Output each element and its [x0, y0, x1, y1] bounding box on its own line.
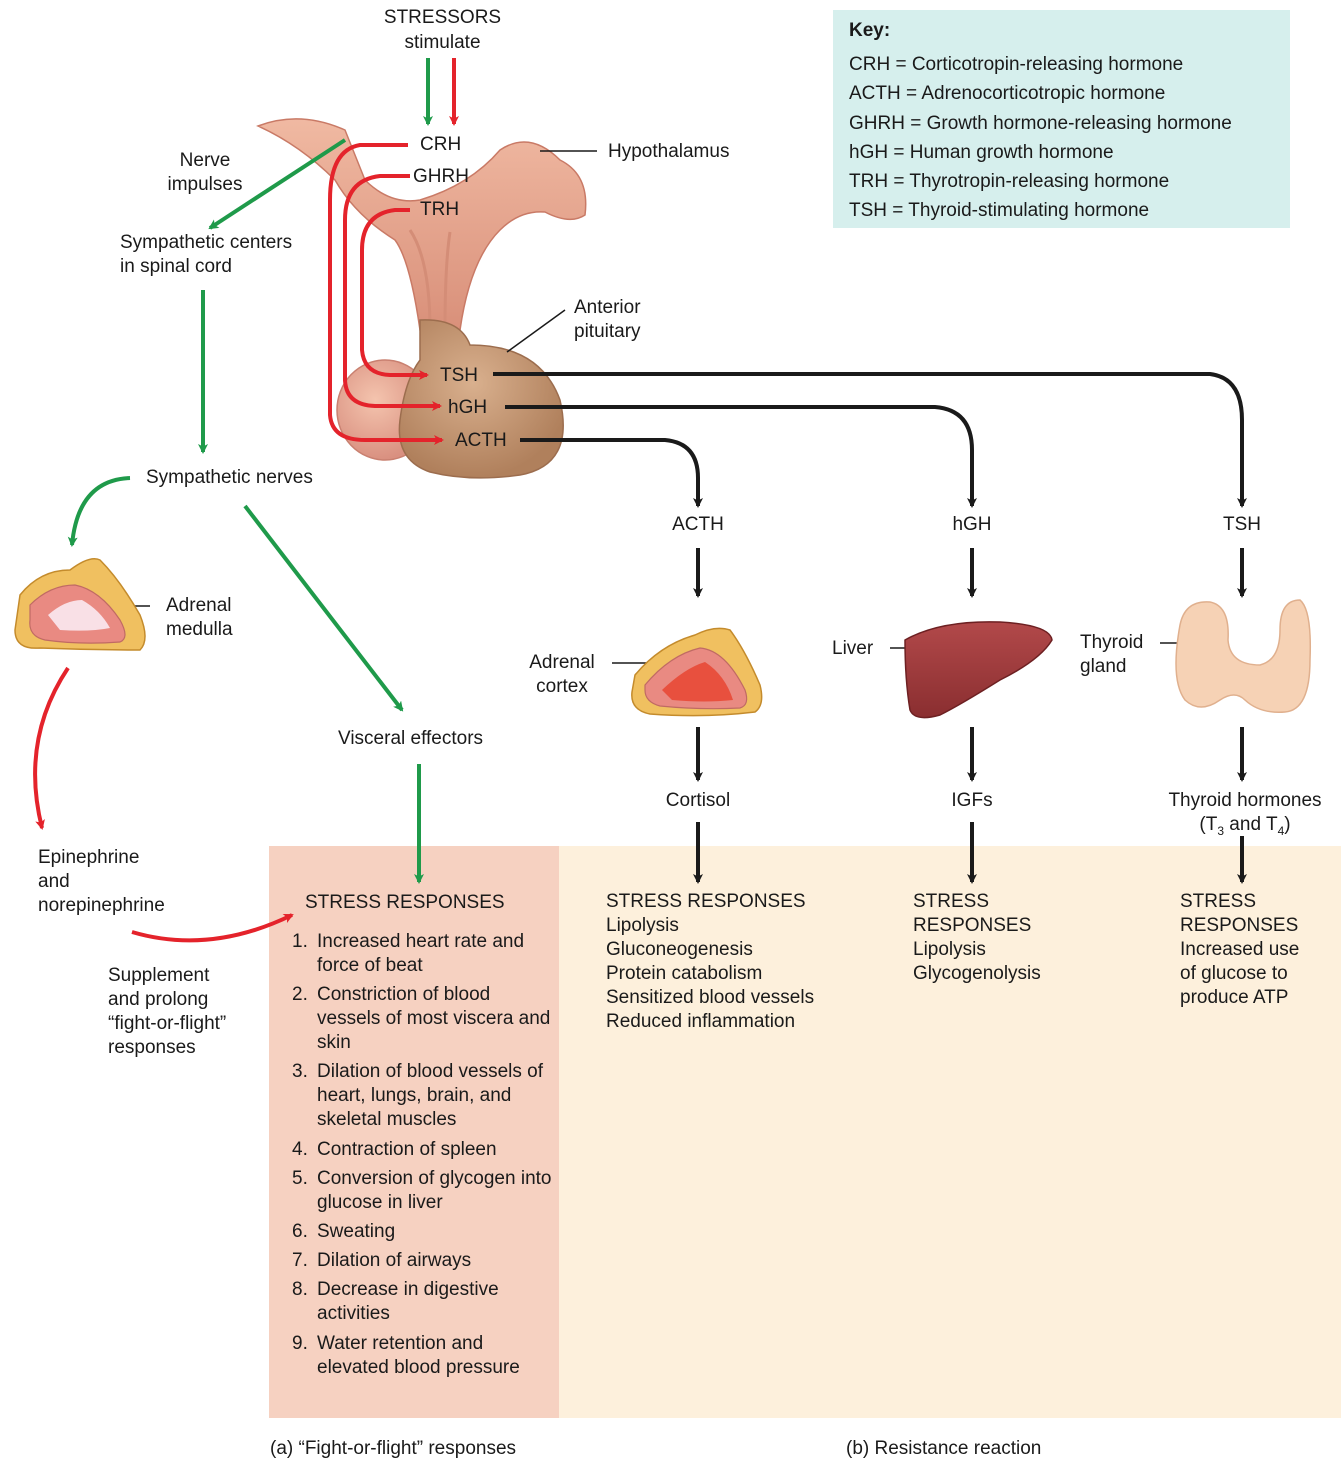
key-box: Key: CRH = Corticotropin-releasing hormo… — [833, 10, 1290, 228]
list-item: Sensitized blood vessels — [606, 987, 815, 1008]
medulla-label: medulla — [166, 619, 233, 640]
key-item: TSH = Thyroid-stimulating hormone — [849, 200, 1150, 222]
list-item: Lipolysis — [606, 915, 679, 936]
visceral-effectors-label: Visceral effectors — [338, 728, 484, 749]
key-title: Key: — [849, 20, 891, 41]
liver-label: Liver — [832, 638, 874, 659]
black-arrows — [493, 372, 1247, 884]
list-item: 5.Conversion of glycogen into glucose in… — [292, 1167, 552, 1213]
stress-responses-igf: STRESS RESPONSES Lipolysis Glycogenolysi… — [913, 890, 1041, 986]
stressors-label: STRESSORS — [383, 7, 502, 28]
list-item: Lipolysis — [913, 939, 986, 960]
norepinephrine-label: norepinephrine — [38, 895, 165, 916]
list-item: RESPONSES — [913, 915, 1032, 936]
stress-responses-cortisol: STRESS RESPONSES Lipolysis Gluconeogenes… — [606, 890, 814, 1034]
stress-responses-thyroid: STRESS RESPONSES Increased use of glucos… — [1180, 890, 1299, 1010]
green-arrows — [67, 58, 433, 884]
thyroid-hormones-label: Thyroid hormones — [1168, 790, 1322, 811]
stimulate-label: stimulate — [404, 32, 481, 53]
trh-label: TRH — [420, 199, 460, 220]
tsh-pituitary-label: TSH — [440, 365, 478, 386]
adrenal-medulla-illustration — [14, 558, 146, 651]
key-item: GHRH = Growth hormone-releasing hormone — [849, 112, 1232, 134]
adrenal-cortex-label-2: cortex — [536, 676, 588, 697]
thyroid-label-2: gland — [1080, 656, 1127, 677]
list-item: 1.Increased heart rate and force of beat — [292, 931, 525, 976]
resistance-panel — [559, 846, 1341, 1418]
key-item: ACTH = Adrenocorticotropic hormone — [849, 83, 1166, 105]
key-list: CRH = Corticotropin-releasing hormone AC… — [849, 50, 1232, 226]
list-item: STRESS — [1180, 891, 1257, 912]
igfs-label: IGFs — [951, 790, 993, 811]
list-item: 6.Sweating — [292, 1220, 396, 1242]
nerve-label: Nerve — [179, 150, 231, 171]
fight-or-flight-panel — [269, 846, 559, 1418]
pituitary-label: pituitary — [574, 321, 641, 342]
key-item: CRH = Corticotropin-releasing hormone — [849, 54, 1184, 75]
list-item: 9.Water retention and elevated blood pre… — [292, 1332, 520, 1378]
key-item: hGH = Human growth hormone — [849, 141, 1114, 163]
epinephrine-label: Epinephrine — [38, 847, 140, 868]
stress-responses-a-title: STRESS RESPONSES — [305, 892, 505, 913]
adrenal-cortex-label-1: Adrenal — [529, 652, 595, 673]
list-item: Increased use — [1180, 939, 1300, 960]
list-item: Protein catabolism — [606, 963, 763, 984]
crh-label: CRH — [420, 134, 462, 155]
t3-t4-label: (T3 and T4) — [1199, 814, 1291, 838]
list-item: of glucose to — [1180, 963, 1288, 984]
prolong-label: and prolong — [108, 989, 209, 1010]
acth-pituitary-label: ACTH — [455, 430, 507, 451]
sympathetic-nerves-label: Sympathetic nerves — [146, 467, 313, 488]
list-item: Reduced inflammation — [606, 1011, 796, 1032]
list-item: 8.Decrease in digestive activities — [292, 1279, 499, 1325]
sympathetic-centers-label: Sympathetic centers — [120, 232, 293, 253]
anterior-label: Anterior — [574, 297, 641, 318]
responses-label: responses — [108, 1037, 196, 1058]
pituitary-leader — [506, 309, 566, 353]
acth-label: ACTH — [672, 514, 724, 535]
hgh-label: hGH — [952, 514, 992, 535]
hypothalamus-illustration — [256, 118, 587, 331]
caption-b: (b) Resistance reaction — [846, 1438, 1042, 1459]
supplement-label: Supplement — [108, 965, 210, 986]
cortisol-label: Cortisol — [665, 790, 731, 811]
liver-illustration — [904, 621, 1053, 719]
list-item: STRESS — [913, 891, 990, 912]
red-arrows — [33, 58, 459, 943]
key-item: TRH = Thyrotropin-releasing hormone — [849, 171, 1170, 193]
list-item: 2.Constriction of blood vessels of most … — [292, 984, 551, 1054]
tsh-label: TSH — [1223, 514, 1261, 535]
hgh-pituitary-label: hGH — [448, 397, 488, 418]
adrenal-label: Adrenal — [166, 595, 232, 616]
list-item: produce ATP — [1180, 987, 1289, 1008]
impulses-label: impulses — [167, 174, 243, 195]
stress-responses-a-list: 1.Increased heart rate and force of beat… — [292, 930, 554, 1385]
thyroid-illustration — [1175, 599, 1312, 713]
and-label: and — [38, 871, 70, 892]
ghrh-label: GHRH — [413, 166, 469, 187]
list-item: Glycogenolysis — [913, 963, 1041, 984]
list-item: STRESS RESPONSES — [606, 891, 806, 912]
hypothalamus-label: Hypothalamus — [608, 141, 730, 162]
adrenal-cortex-illustration — [631, 627, 763, 717]
list-item: 7.Dilation of airways — [292, 1250, 472, 1272]
list-item: Gluconeogenesis — [606, 939, 753, 960]
thyroid-label-1: Thyroid — [1080, 632, 1144, 653]
spinal-cord-label: in spinal cord — [120, 256, 232, 277]
fight-flight-label: “fight-or-flight” — [108, 1013, 227, 1034]
caption-a: (a) “Fight-or-flight” responses — [270, 1438, 517, 1459]
list-item: 4.Contraction of spleen — [292, 1138, 497, 1160]
list-item: 3.Dilation of blood vessels of heart, lu… — [292, 1061, 544, 1131]
list-item: RESPONSES — [1180, 915, 1299, 936]
